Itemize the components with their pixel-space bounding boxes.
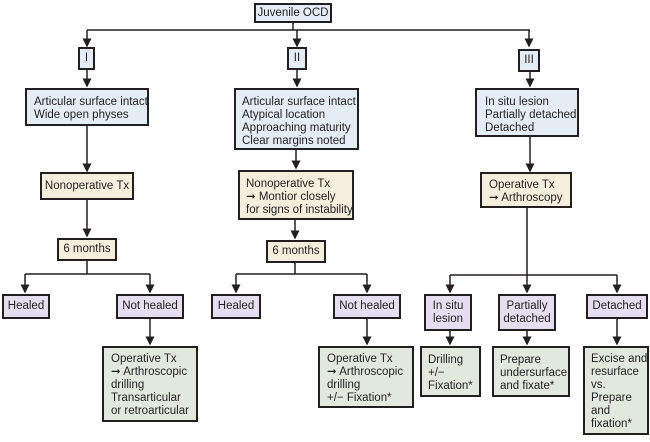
- criteria-line: Partially detached: [485, 109, 577, 121]
- outcome-label: Healed: [217, 300, 255, 312]
- stage-ii-not-healed: Not healed: [333, 294, 401, 319]
- stage-i-node: I: [78, 47, 95, 70]
- stage-i-healed: Healed: [2, 294, 50, 319]
- criteria-line: Articular surface intact: [34, 96, 148, 108]
- criteria-line: Articular surface intact: [242, 96, 356, 108]
- outcome-label: Not healed: [122, 300, 178, 312]
- stage-iii-detached-procedure: Excise and resurface vs. Prepare and fix…: [583, 346, 649, 435]
- criteria-line: Approaching maturity: [242, 122, 351, 134]
- procedure-line: ➞ Arthroscopic: [111, 366, 188, 378]
- procedure-line: drilling: [327, 379, 361, 391]
- procedure-line: Operative Tx: [327, 353, 393, 365]
- treatment-line: Operative Tx: [489, 179, 555, 191]
- subtype-label: detached: [503, 312, 551, 325]
- stage-iii-criteria: In situ lesion Partially detached Detach…: [475, 88, 579, 137]
- criteria-line: Wide open physes: [34, 109, 129, 121]
- procedure-line: Prepare: [500, 354, 541, 366]
- procedure-line: Operative Tx: [111, 353, 177, 365]
- root-node: Juvenile OCD: [254, 3, 332, 23]
- stage-ii-criteria: Articular surface intact Atypical locati…: [234, 88, 359, 150]
- procedure-line: Drilling: [428, 354, 464, 366]
- subtype-label: Detached: [592, 300, 642, 312]
- procedure-line: vs.: [591, 379, 606, 391]
- procedure-line: and fixate*: [500, 380, 555, 392]
- procedure-line: and: [591, 405, 611, 417]
- criteria-line: Clear margins noted: [242, 135, 346, 147]
- outcome-label: Healed: [7, 300, 45, 312]
- subtype-label: Partially: [506, 299, 548, 312]
- stage-ii-healed: Healed: [211, 294, 261, 319]
- criteria-line: Atypical location: [242, 109, 326, 121]
- stage-iii-label: III: [524, 54, 534, 66]
- subtype-label: In situ: [432, 299, 464, 312]
- procedure-line: or retroarticular: [111, 405, 189, 417]
- procedure-line: Excise and: [591, 353, 648, 365]
- procedure-line: drilling: [111, 379, 145, 391]
- outcome-label: Not healed: [339, 300, 395, 312]
- stage-ii-node: II: [287, 47, 307, 70]
- root-label: Juvenile OCD: [257, 6, 329, 19]
- procedure-line: undersurface: [500, 367, 568, 379]
- stage-i-followup: 6 months: [57, 238, 117, 261]
- procedure-line: resurface: [591, 366, 639, 378]
- stage-ii-treatment: Nonoperative Tx ➞ Montior closely for si…: [238, 170, 354, 220]
- stage-i-not-healed: Not healed: [116, 294, 184, 319]
- procedure-line: Transarticular: [111, 392, 181, 404]
- criteria-line: In situ lesion: [485, 96, 549, 108]
- stage-ii-label: II: [293, 52, 301, 64]
- stage-i-treatment: Nonoperative Tx: [40, 172, 134, 200]
- stage-iii-partial-procedure: Prepare undersurface and fixate*: [492, 346, 570, 397]
- treatment-line: for signs of instability: [246, 204, 353, 216]
- subtype-label: lesion: [432, 312, 464, 325]
- procedure-line: Fixation*: [428, 380, 473, 392]
- stage-iii-treatment: Operative Tx ➞ Arthroscopy: [480, 172, 572, 208]
- followup-label: 6 months: [63, 243, 111, 255]
- stage-i-label: I: [84, 52, 89, 64]
- procedure-line: fixation*: [591, 418, 632, 430]
- stage-ii-followup: 6 months: [266, 240, 326, 263]
- procedure-line: ➞ Arthroscopic: [327, 366, 404, 378]
- treatment-line: Nonoperative Tx: [44, 179, 130, 192]
- treatment-line: ➞ Arthroscopy: [489, 192, 563, 204]
- treatment-line: ➞ Montior closely: [246, 191, 336, 203]
- criteria-line: Detached: [485, 122, 535, 134]
- stage-iii-in-situ: In situ lesion: [424, 294, 472, 331]
- treatment-line: Nonoperative Tx: [246, 178, 331, 190]
- followup-label: 6 months: [272, 245, 320, 257]
- stage-iii-detached: Detached: [586, 294, 648, 319]
- stage-i-procedure: Operative Tx ➞ Arthroscopic drilling Tra…: [102, 346, 198, 422]
- stage-iii-node: III: [518, 49, 540, 72]
- procedure-line: +/− Fixation*: [327, 392, 392, 404]
- procedure-line: Prepare: [591, 392, 632, 404]
- stage-iii-in-situ-procedure: Drilling +/− Fixation*: [420, 346, 481, 397]
- stage-i-criteria: Articular surface intact Wide open physe…: [25, 88, 149, 126]
- stage-iii-partially-detached: Partially detached: [498, 294, 556, 331]
- procedure-line: +/−: [428, 367, 445, 379]
- stage-ii-procedure: Operative Tx ➞ Arthroscopic drilling +/−…: [318, 346, 414, 408]
